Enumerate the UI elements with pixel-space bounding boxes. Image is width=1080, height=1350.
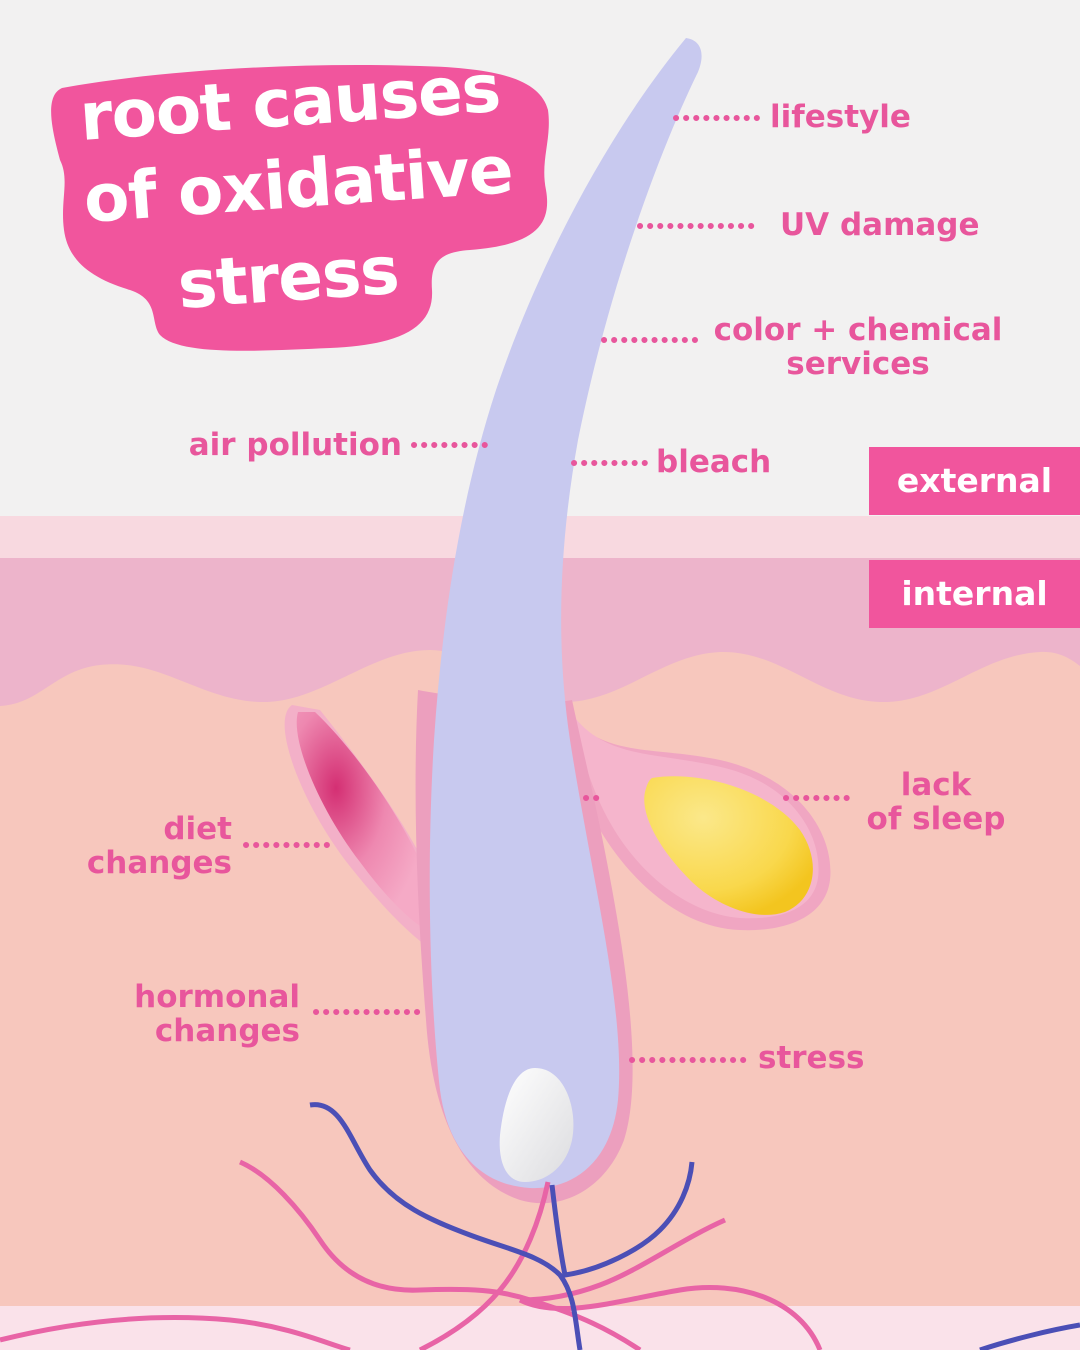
sebum-droplet [644,776,813,915]
blood-vessel-blue-3 [979,1322,1080,1350]
label-lifestyle: lifestyle [770,99,911,135]
label-bleach: bleach [656,444,772,480]
label-lack-sleep-2: of sleep [866,801,1006,837]
label-hormonal-1: hormonal [134,979,300,1015]
hair-shaft [429,38,702,1189]
blood-vessel-blue-2 [549,1161,695,1278]
blood-vessel-pink-3 [519,1217,727,1303]
label-lack-sleep-1: lack [900,767,972,803]
title-sticker [51,64,549,351]
label-uv-damage: UV damage [780,207,980,243]
external-tag: external [869,447,1080,515]
leader-lines [243,115,853,1063]
blood-vessel-blue-1 [309,1102,583,1350]
label-stress: stress [758,1040,865,1076]
blood-vessel-pink-4 [0,1315,351,1350]
gland-left [296,712,428,930]
label-diet-1: diet [163,811,232,847]
internal-tag: internal [869,560,1080,628]
subcutaneous-band [0,1306,1080,1350]
blood-vessel-pink-5 [518,1285,823,1350]
dermal-papilla [499,1068,574,1182]
label-diet-2: changes [86,845,232,881]
blood-vessel-pink-2 [418,1181,551,1350]
label-hormonal-2: changes [154,1013,300,1049]
label-color-chemical-1: color + chemical [713,312,1003,348]
label-air-pollution: air pollution [188,427,402,463]
label-color-chemical-2: services [786,346,930,382]
title-line-3: stress [175,231,401,324]
